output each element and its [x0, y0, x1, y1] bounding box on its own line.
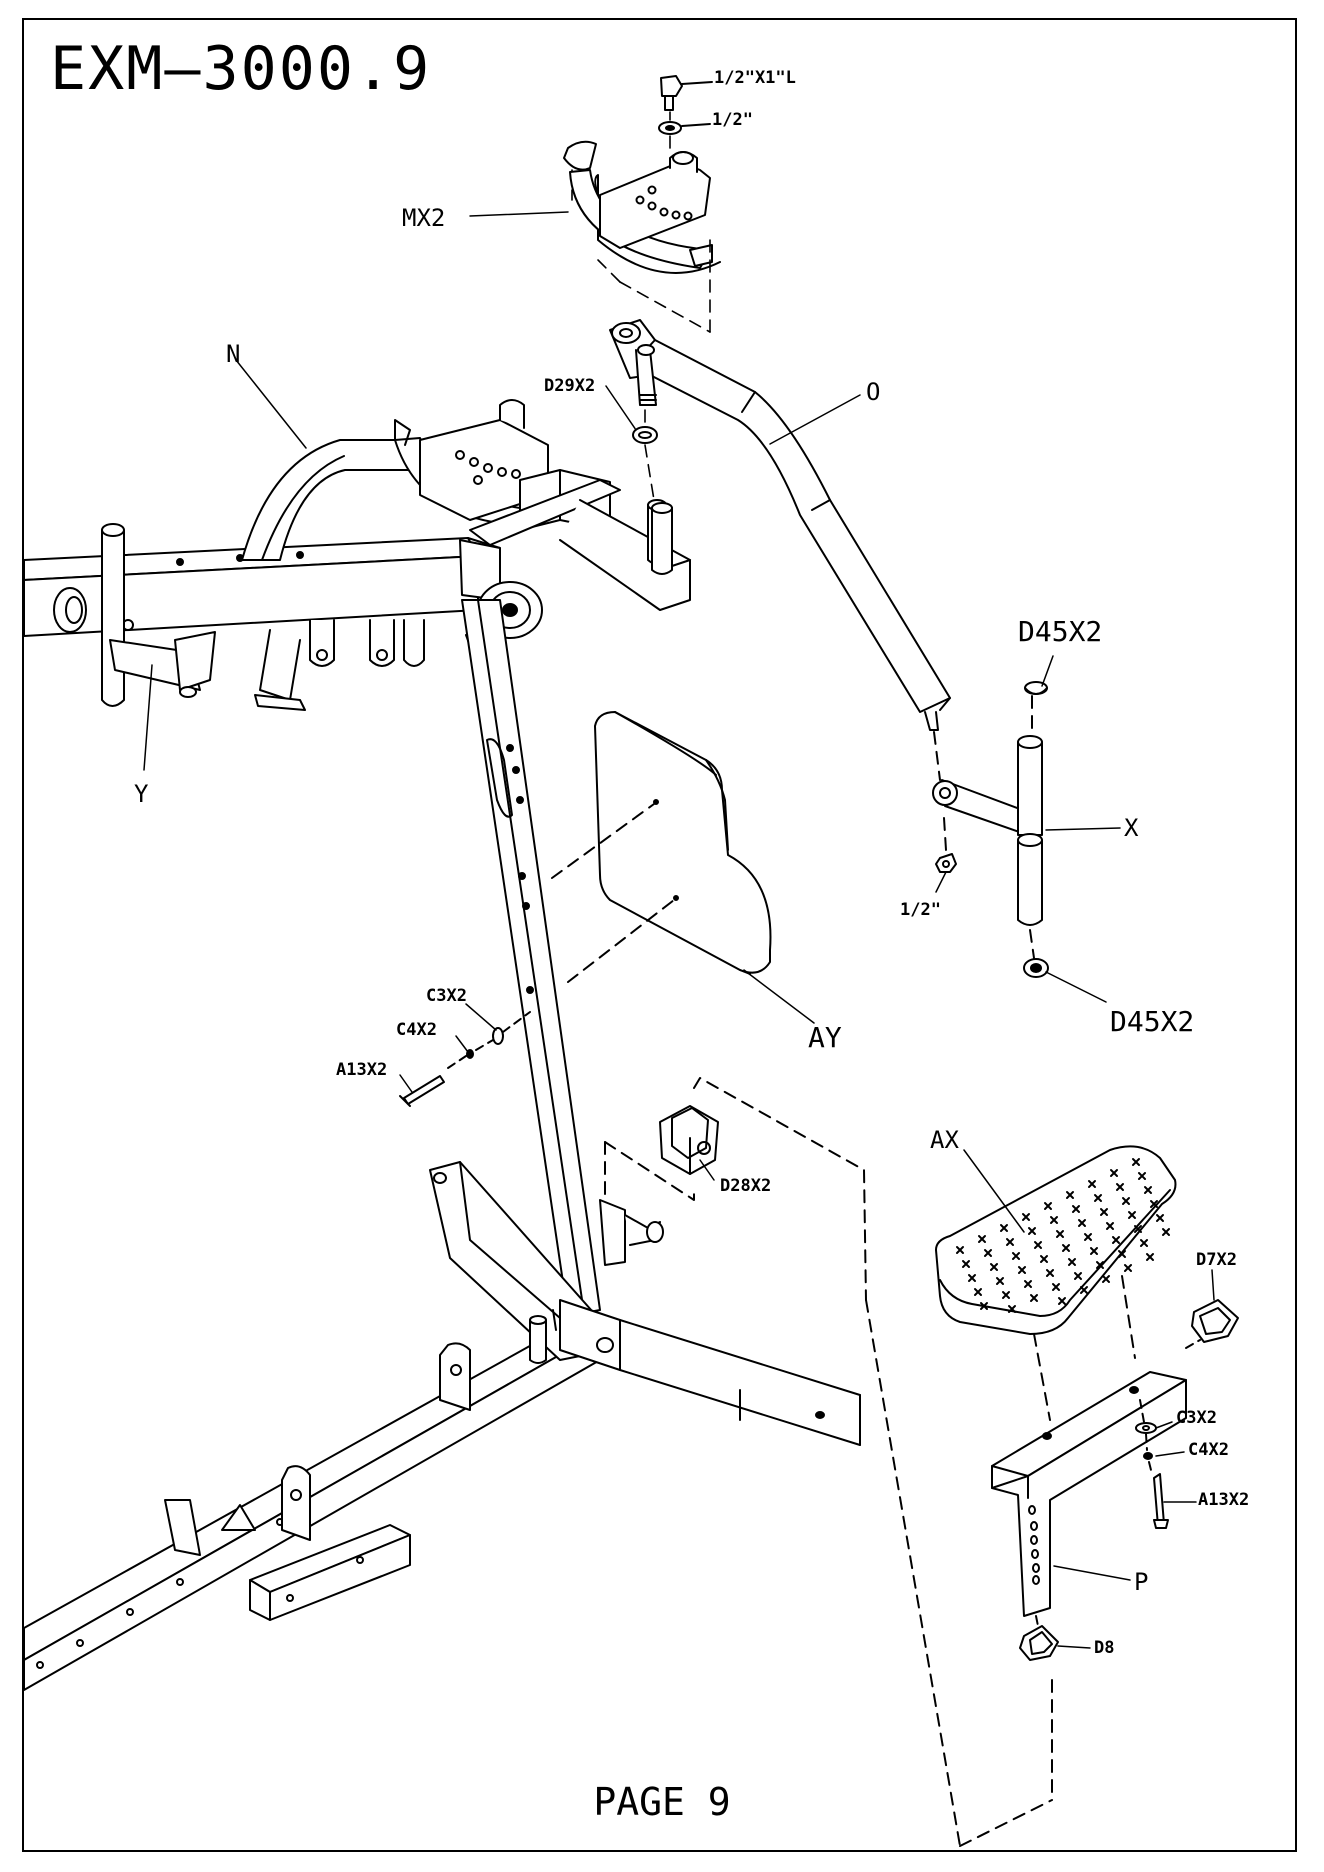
label-c4x2-left: C4X2 [396, 1022, 437, 1039]
part-x-handle [933, 682, 1048, 977]
part-d7x2-endcap [1186, 1300, 1238, 1348]
label-mx2: MX2 [402, 206, 445, 230]
part-d28x2-endcap [660, 1106, 718, 1174]
label-a13x2-right: A13X2 [1198, 1492, 1249, 1509]
floor-base-frame [24, 1162, 860, 1690]
label-d45x2-bottom: D45X2 [1110, 1008, 1194, 1036]
label-washer-half: 1/2" [712, 112, 753, 129]
label-c4x2-right: C4X2 [1188, 1442, 1229, 1459]
bolt-and-washer-top [659, 76, 712, 148]
label-d45x2-top: D45X2 [1018, 618, 1102, 646]
label-n: N [226, 342, 240, 366]
page-number: PAGE 9 [0, 1780, 1324, 1824]
label-c3x2-right: C3X2 [1176, 1410, 1217, 1427]
weight-bracket-hangers [255, 620, 424, 710]
label-ay: AY [808, 1024, 842, 1052]
label-d8: D8 [1094, 1640, 1114, 1657]
label-d29x2: D29X2 [544, 378, 595, 395]
part-ay-back-pad [595, 712, 770, 974]
label-bolt-half-x1: 1/2"X1"L [714, 70, 796, 87]
label-p: P [1134, 1570, 1148, 1594]
label-c3x2-left: C3X2 [426, 988, 467, 1005]
part-mx2-cam [564, 142, 720, 273]
label-nut-half: 1/2" [900, 902, 941, 919]
label-x: X [1124, 816, 1138, 840]
label-d28x2: D28X2 [720, 1178, 771, 1195]
upright-pop-pin-bracket [600, 1200, 663, 1265]
label-o: O [866, 380, 880, 404]
label-d7x2: D7X2 [1196, 1252, 1237, 1269]
part-d8-cap [1020, 1616, 1058, 1660]
label-a13x2-left: A13X2 [336, 1062, 387, 1079]
label-ax: AX [930, 1128, 959, 1152]
label-y: Y [134, 782, 148, 806]
